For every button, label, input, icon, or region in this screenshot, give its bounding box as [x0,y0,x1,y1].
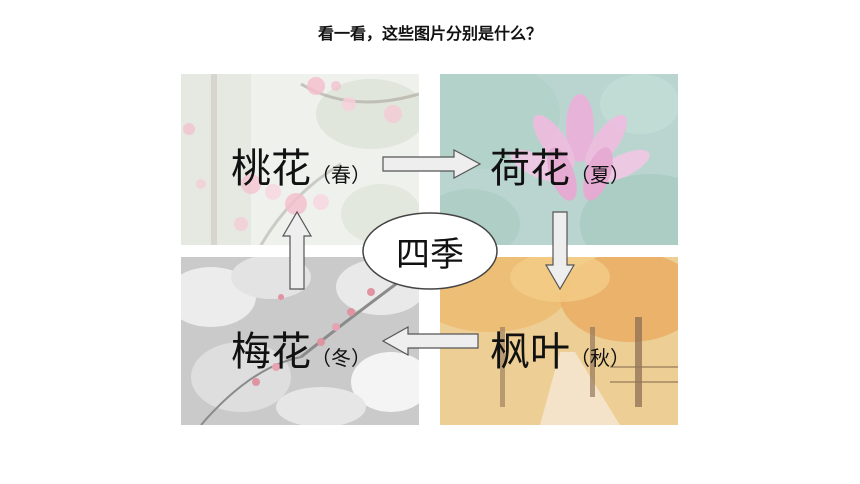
plum-blossom-image: 梅花（冬） [181,257,419,425]
flower-name: 梅花 [231,329,311,375]
season-name: （秋） [570,346,630,370]
season-name: （春） [311,163,371,187]
maple-leaf-label: 枫叶（秋） [490,319,630,377]
maple-leaf-image: 枫叶（秋） [440,257,678,425]
leaf-name: 枫叶 [490,329,570,375]
peach-blossom-image: 桃花（春） [181,74,419,245]
center-ellipse: 四季 [361,211,499,291]
center-label: 四季 [396,234,464,275]
season-name: （夏） [570,163,630,187]
plum-blossom-label: 梅花（冬） [231,319,371,377]
season-name: （冬） [311,346,371,370]
page-title: 看一看，这些图片分别是什么？ [317,24,542,43]
lotus-label: 荷花（夏） [490,136,630,194]
flower-name: 荷花 [490,146,570,192]
flower-name: 桃花 [231,146,311,192]
peach-blossom-label: 桃花（春） [231,136,371,194]
